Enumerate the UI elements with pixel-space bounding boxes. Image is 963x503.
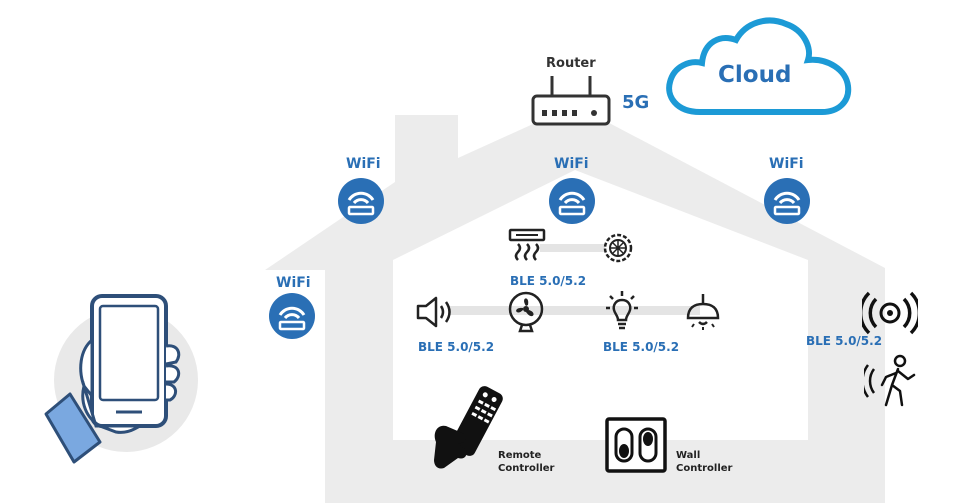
motion-detector-icon	[864, 354, 916, 407]
ventilation-fan-icon	[603, 233, 633, 263]
router-label: Router	[546, 56, 596, 71]
wifi-access-point-icon	[549, 178, 595, 224]
wifi-access-point-icon	[764, 178, 810, 224]
wall-label-line1: Wall	[676, 450, 701, 461]
wifi-label-center: WiFi	[554, 156, 589, 172]
wifi-access-point-icon	[338, 178, 384, 224]
router-icon	[531, 76, 611, 126]
remote-label-line2: Controller	[498, 463, 555, 474]
ble-label-right: BLE 5.0/5.2	[603, 340, 680, 354]
wall-controller-icon	[605, 417, 667, 473]
wall-controller-label: Wall Controller	[676, 449, 732, 475]
light-bulb-icon	[606, 291, 638, 330]
wifi-access-point-icon	[269, 293, 315, 339]
cloud-label: Cloud	[718, 62, 792, 88]
cloud-shape	[666, 17, 852, 115]
wall-label-line2: Controller	[676, 463, 733, 474]
ble-label-top: BLE 5.0/5.2	[510, 274, 587, 288]
remote-controller-label: Remote Controller	[498, 449, 554, 475]
smartphone-hand-icon	[44, 294, 198, 464]
ble-label-left: BLE 5.0/5.2	[418, 340, 495, 354]
presence-sensor-icon	[862, 291, 918, 335]
air-conditioner-icon	[508, 228, 546, 261]
electric-fan-icon	[508, 291, 544, 333]
ceiling-lamp-icon	[686, 294, 720, 330]
remote-controller-icon	[434, 386, 503, 469]
speaker-icon	[416, 296, 451, 328]
wifi-label-outside: WiFi	[276, 275, 311, 291]
remote-label-line1: Remote	[498, 450, 542, 461]
wifi-label-left: WiFi	[346, 156, 381, 172]
ble-label-outside: BLE 5.0/5.2	[806, 334, 883, 348]
wifi-label-right: WiFi	[769, 156, 804, 172]
network-5g-label: 5G	[622, 92, 650, 113]
